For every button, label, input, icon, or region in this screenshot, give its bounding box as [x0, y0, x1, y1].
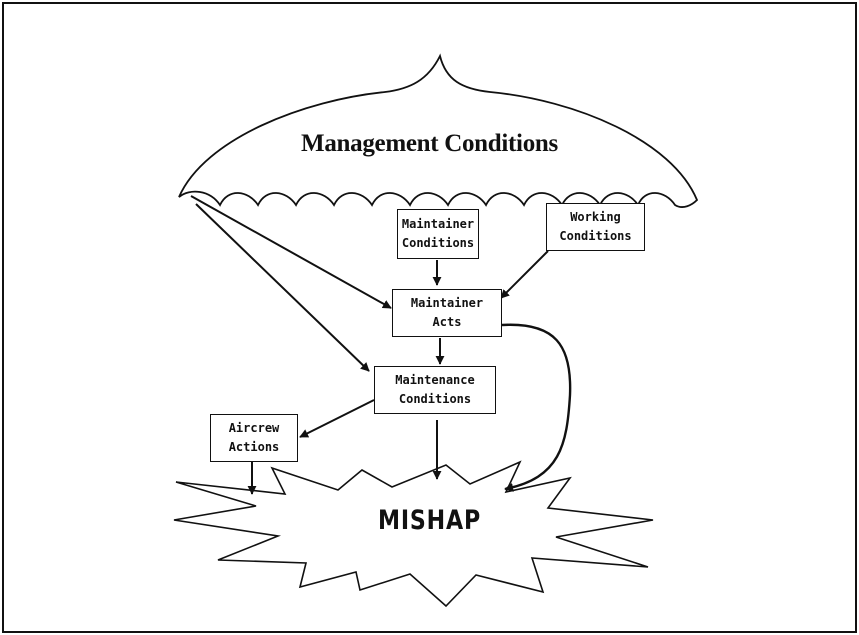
mishap-label: MISHAP [377, 505, 482, 536]
box-line: Maintainer [410, 296, 484, 310]
box-maintainer-acts: Maintainer Acts [392, 289, 502, 337]
box-line: Acts [432, 315, 462, 329]
arrow-umbrella-to-maintenance-conditions [195, 203, 370, 372]
box-line: Conditions [401, 236, 475, 250]
box-working-conditions: Working Conditions [546, 203, 645, 251]
box-line: Working [570, 210, 621, 224]
box-line: Maintainer [401, 217, 475, 231]
box-aircrew-actions: Aircrew Actions [210, 414, 298, 462]
box-maintenance-conditions: Maintenance Conditions [374, 366, 496, 414]
arrow-maintenance-conditions-to-aircrew [299, 399, 375, 438]
arrow-working-conditions-to-acts [500, 250, 549, 299]
box-line: Aircrew [228, 421, 280, 435]
box-line: Actions [228, 440, 280, 454]
mishap-burst [173, 460, 654, 608]
box-line: Conditions [398, 392, 472, 406]
box-line: Conditions [559, 229, 632, 243]
box-maintainer-conditions: Maintainer Conditions [397, 209, 479, 259]
umbrella-label: Management Conditions [301, 130, 558, 157]
arrow-acts-to-mishap [501, 323, 572, 492]
box-line: Maintenance [395, 373, 475, 387]
arrow-umbrella-to-maintainer-acts [190, 195, 392, 309]
